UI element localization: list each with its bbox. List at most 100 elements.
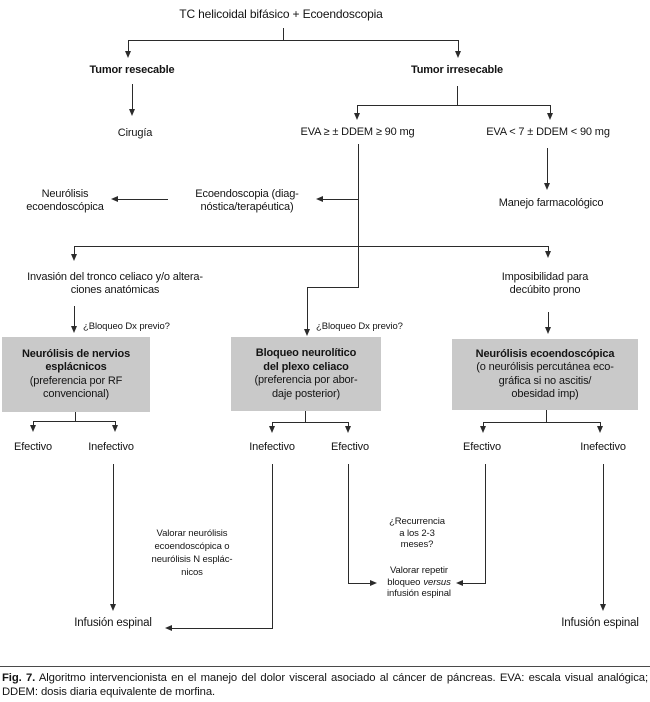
- connector-line: [323, 199, 358, 200]
- node-invasion-tronco-celiaco: Invasión del tronco celiaco y/o altera- …: [10, 271, 220, 296]
- box-line: daje posterior): [271, 387, 341, 400]
- connector-line: [548, 246, 549, 252]
- root-node-title: TC helicoidal bifásico + Ecoendoscopia: [179, 7, 383, 21]
- connector-line: [358, 144, 359, 287]
- node-eva-baja: EVA < 7 ± DDEM < 90 mg: [486, 126, 610, 138]
- annotation-line: infusión espinal: [387, 588, 451, 599]
- connector-line: [74, 246, 548, 247]
- box-line: Neurólisis ecoendoscópica: [475, 347, 615, 360]
- arrow-head: [546, 113, 553, 120]
- arrow-head: [111, 425, 118, 432]
- arrow-head: [599, 604, 606, 611]
- box-line: (preferencia por RF: [29, 374, 123, 387]
- arrow-head: [344, 426, 351, 433]
- annotation-line: ecoendoscópica o: [154, 541, 230, 552]
- annotation-line: Valorar neurólisis: [156, 528, 228, 539]
- connector-line: [283, 28, 284, 40]
- box-line: (preferencia por abor-: [254, 374, 358, 386]
- connector-line: [272, 464, 273, 629]
- connector-line: [75, 412, 76, 421]
- arrow-head: [456, 580, 463, 586]
- arrow-head: [29, 425, 36, 432]
- connector-line: [463, 583, 485, 584]
- arrow-head: [303, 329, 310, 336]
- connector-line: [550, 105, 551, 114]
- arrow-head: [111, 196, 118, 202]
- node-line: ecoendoscópica: [26, 200, 104, 213]
- box-line: gráfica si no ascitis/: [498, 374, 592, 387]
- connector-line: [272, 422, 349, 423]
- arrow-head: [70, 326, 77, 333]
- arrow-head: [124, 51, 131, 58]
- node-imposibilidad-decubito: Imposibilidad para decúbito prono: [475, 271, 615, 296]
- connector-line: [348, 583, 370, 584]
- box-neurolisis-esplacnicos: Neurólisis de nervios esplácnicos (prefe…: [2, 337, 150, 412]
- annotation-word: bloqueo: [387, 576, 421, 588]
- box-line: (o neurólisis percutánea eco-: [476, 361, 614, 373]
- node-line: Neurólisis: [41, 188, 89, 200]
- outcome-efectivo-3: Efectivo: [463, 441, 501, 453]
- box-line: obesidad imp): [511, 388, 579, 400]
- connector-line: [483, 422, 484, 427]
- connector-line: [348, 422, 349, 427]
- arrow-head: [544, 327, 551, 334]
- connector-line: [33, 421, 34, 426]
- box-line: Bloqueo neurolítico: [255, 347, 357, 359]
- connector-line: [458, 40, 459, 52]
- node-line: Imposibilidad para: [501, 271, 589, 283]
- node-ecoendoscopia: Ecoendoscopia (diag- nóstica/terapéutica…: [182, 188, 312, 213]
- connector-line: [115, 421, 116, 426]
- node-eva-alta: EVA ≥ ± DDEM ≥ 90 mg: [300, 126, 415, 138]
- node-tumor-irresecable: Tumor irresecable: [410, 64, 503, 76]
- node-infusion-espinal-izq: Infusión espinal: [74, 617, 152, 629]
- connector-line: [128, 40, 129, 52]
- connector-line: [305, 411, 306, 422]
- box-neurolisis-ecoendoscopica: Neurólisis ecoendoscópica (o neurólisis …: [452, 339, 638, 410]
- node-cirugia: Cirugía: [117, 127, 153, 139]
- connector-line: [348, 464, 349, 584]
- arrow-head: [544, 251, 551, 258]
- arrow-head: [128, 109, 135, 116]
- outcome-inefectivo-1: Inefectivo: [88, 441, 134, 453]
- connector-line: [600, 422, 601, 427]
- figure-caption-label: Fig. 7.: [2, 672, 36, 684]
- annotation-recurrencia: ¿Recurrencia a los 2-3 meses?: [382, 516, 452, 551]
- connector-line: [113, 464, 114, 605]
- connector-line: [307, 287, 308, 329]
- box-line: convencional): [43, 388, 109, 400]
- node-tumor-resecable: Tumor resecable: [89, 64, 175, 76]
- node-line: Ecoendoscopia (diag-: [195, 188, 299, 200]
- annotation-bloqueo-dx-centro: ¿Bloqueo Dx previo?: [316, 321, 403, 332]
- arrow-head: [596, 426, 603, 433]
- arrow-head: [370, 580, 377, 586]
- annotation-bloqueo-dx-izq: ¿Bloqueo Dx previo?: [83, 321, 170, 332]
- annotation-line: meses?: [400, 539, 434, 550]
- annotation-line: ¿Recurrencia: [389, 516, 445, 527]
- node-line: ciones anatómicas: [70, 283, 160, 296]
- annotation-line: a los 2-3: [399, 527, 435, 539]
- connector-line: [128, 40, 459, 41]
- arrow-head: [353, 113, 360, 120]
- connector-line: [357, 105, 358, 114]
- outcome-inefectivo-3: Inefectivo: [580, 441, 626, 453]
- connector-line: [546, 410, 547, 422]
- outcome-inefectivo-2: Inefectivo: [249, 441, 295, 453]
- connector-line: [118, 199, 168, 200]
- arrow-head: [268, 426, 275, 433]
- node-line: decúbito prono: [509, 283, 581, 296]
- box-line: esplácnicos: [45, 361, 107, 373]
- connector-line: [547, 148, 548, 184]
- annotation-line: nicos: [181, 567, 203, 578]
- node-infusion-espinal-der: Infusión espinal: [561, 617, 639, 629]
- caption-divider: [0, 666, 650, 667]
- annotation-line: neurólisis N esplác-: [151, 554, 233, 565]
- connector-line: [357, 105, 551, 106]
- node-neurolisis-ecoendoscopica: Neurólisis ecoendoscópica: [15, 188, 115, 213]
- connector-line: [307, 287, 359, 288]
- outcome-efectivo-1: Efectivo: [14, 441, 52, 453]
- connector-line: [74, 246, 75, 255]
- figure-caption: Fig. 7. Algoritmo intervencionista en el…: [2, 671, 648, 699]
- arrow-head: [109, 604, 116, 611]
